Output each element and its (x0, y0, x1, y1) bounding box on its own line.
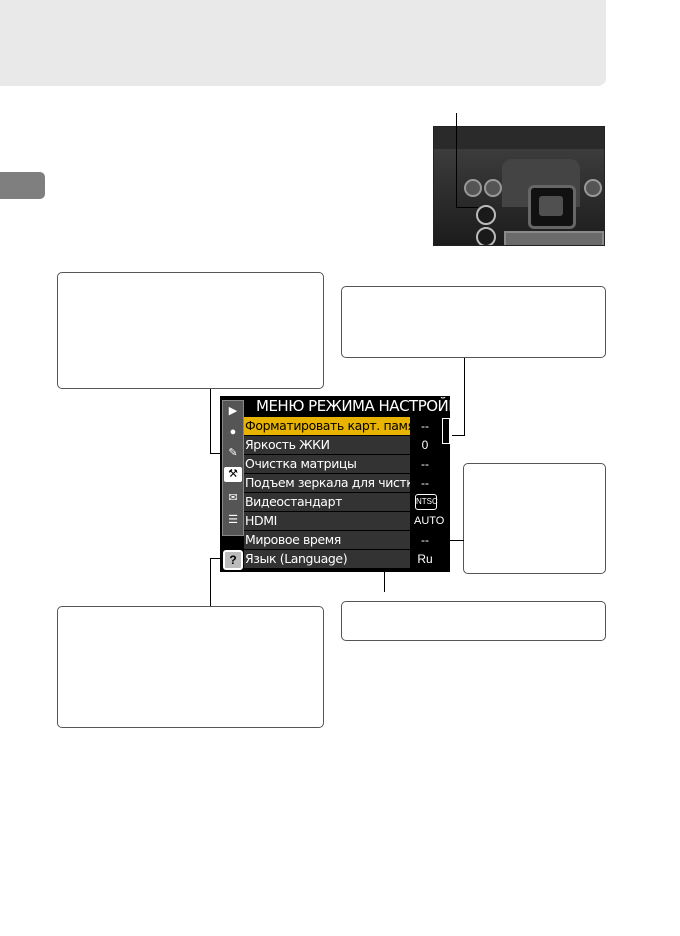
menu-item-lcd-brightness[interactable]: Яркость ЖКИ 0 (244, 436, 429, 454)
menu-item-video-mode[interactable]: Видеостандарт NTSC (244, 493, 438, 511)
camera-back-illustration (433, 126, 605, 246)
menu-item-mirror-lockup[interactable]: Подъем зеркала для чистки -- (244, 474, 429, 492)
header-band (0, 0, 606, 86)
menu-item-clean-sensor[interactable]: Очистка матрицы -- (244, 455, 429, 473)
callout-box (341, 601, 606, 641)
callout-box (341, 286, 606, 358)
leader-line (456, 113, 457, 208)
leader-line (210, 558, 222, 559)
leader-line (210, 558, 211, 606)
help-icon[interactable]: ? (223, 550, 243, 570)
retouch-menu-tab[interactable]: ✉ (228, 492, 238, 504)
custom-settings-tab[interactable]: ✎ (228, 447, 238, 459)
menu-tab-column: ▶ ● ✎ ⚒ ✉ ☰ (222, 400, 244, 536)
leader-line (210, 389, 211, 453)
callout-box (57, 272, 324, 389)
leader-line (384, 572, 385, 592)
shooting-menu-tab[interactable]: ● (229, 426, 237, 438)
leader-line (210, 453, 224, 454)
leader-line (456, 207, 478, 208)
callout-box (463, 463, 606, 574)
menu-item-world-time[interactable]: Мировое время -- (244, 531, 429, 549)
leader-line (441, 540, 464, 541)
setup-menu-screen: МЕНЮ РЕЖИМА НАСТРОЙКИ ▶ ● ✎ ⚒ ✉ ☰ ? Форм… (220, 396, 450, 572)
callout-box (57, 606, 324, 728)
menu-item-hdmi[interactable]: HDMI AUTO (244, 512, 445, 530)
setup-menu-tab[interactable]: ⚒ (224, 467, 242, 482)
playback-menu-tab[interactable]: ▶ (228, 405, 238, 417)
my-menu-tab[interactable]: ☰ (228, 514, 238, 526)
menu-item-language[interactable]: Язык (Language) Ru (244, 550, 433, 568)
leader-line (452, 435, 465, 436)
menu-title: МЕНЮ РЕЖИМА НАСТРОЙКИ (256, 397, 450, 415)
section-tab (0, 172, 45, 199)
leader-line (464, 358, 465, 436)
scroll-indicator (442, 418, 450, 444)
menu-item-format-card[interactable]: Форматировать карт. памяти -- (244, 417, 429, 435)
menu-button-icon (476, 205, 496, 225)
